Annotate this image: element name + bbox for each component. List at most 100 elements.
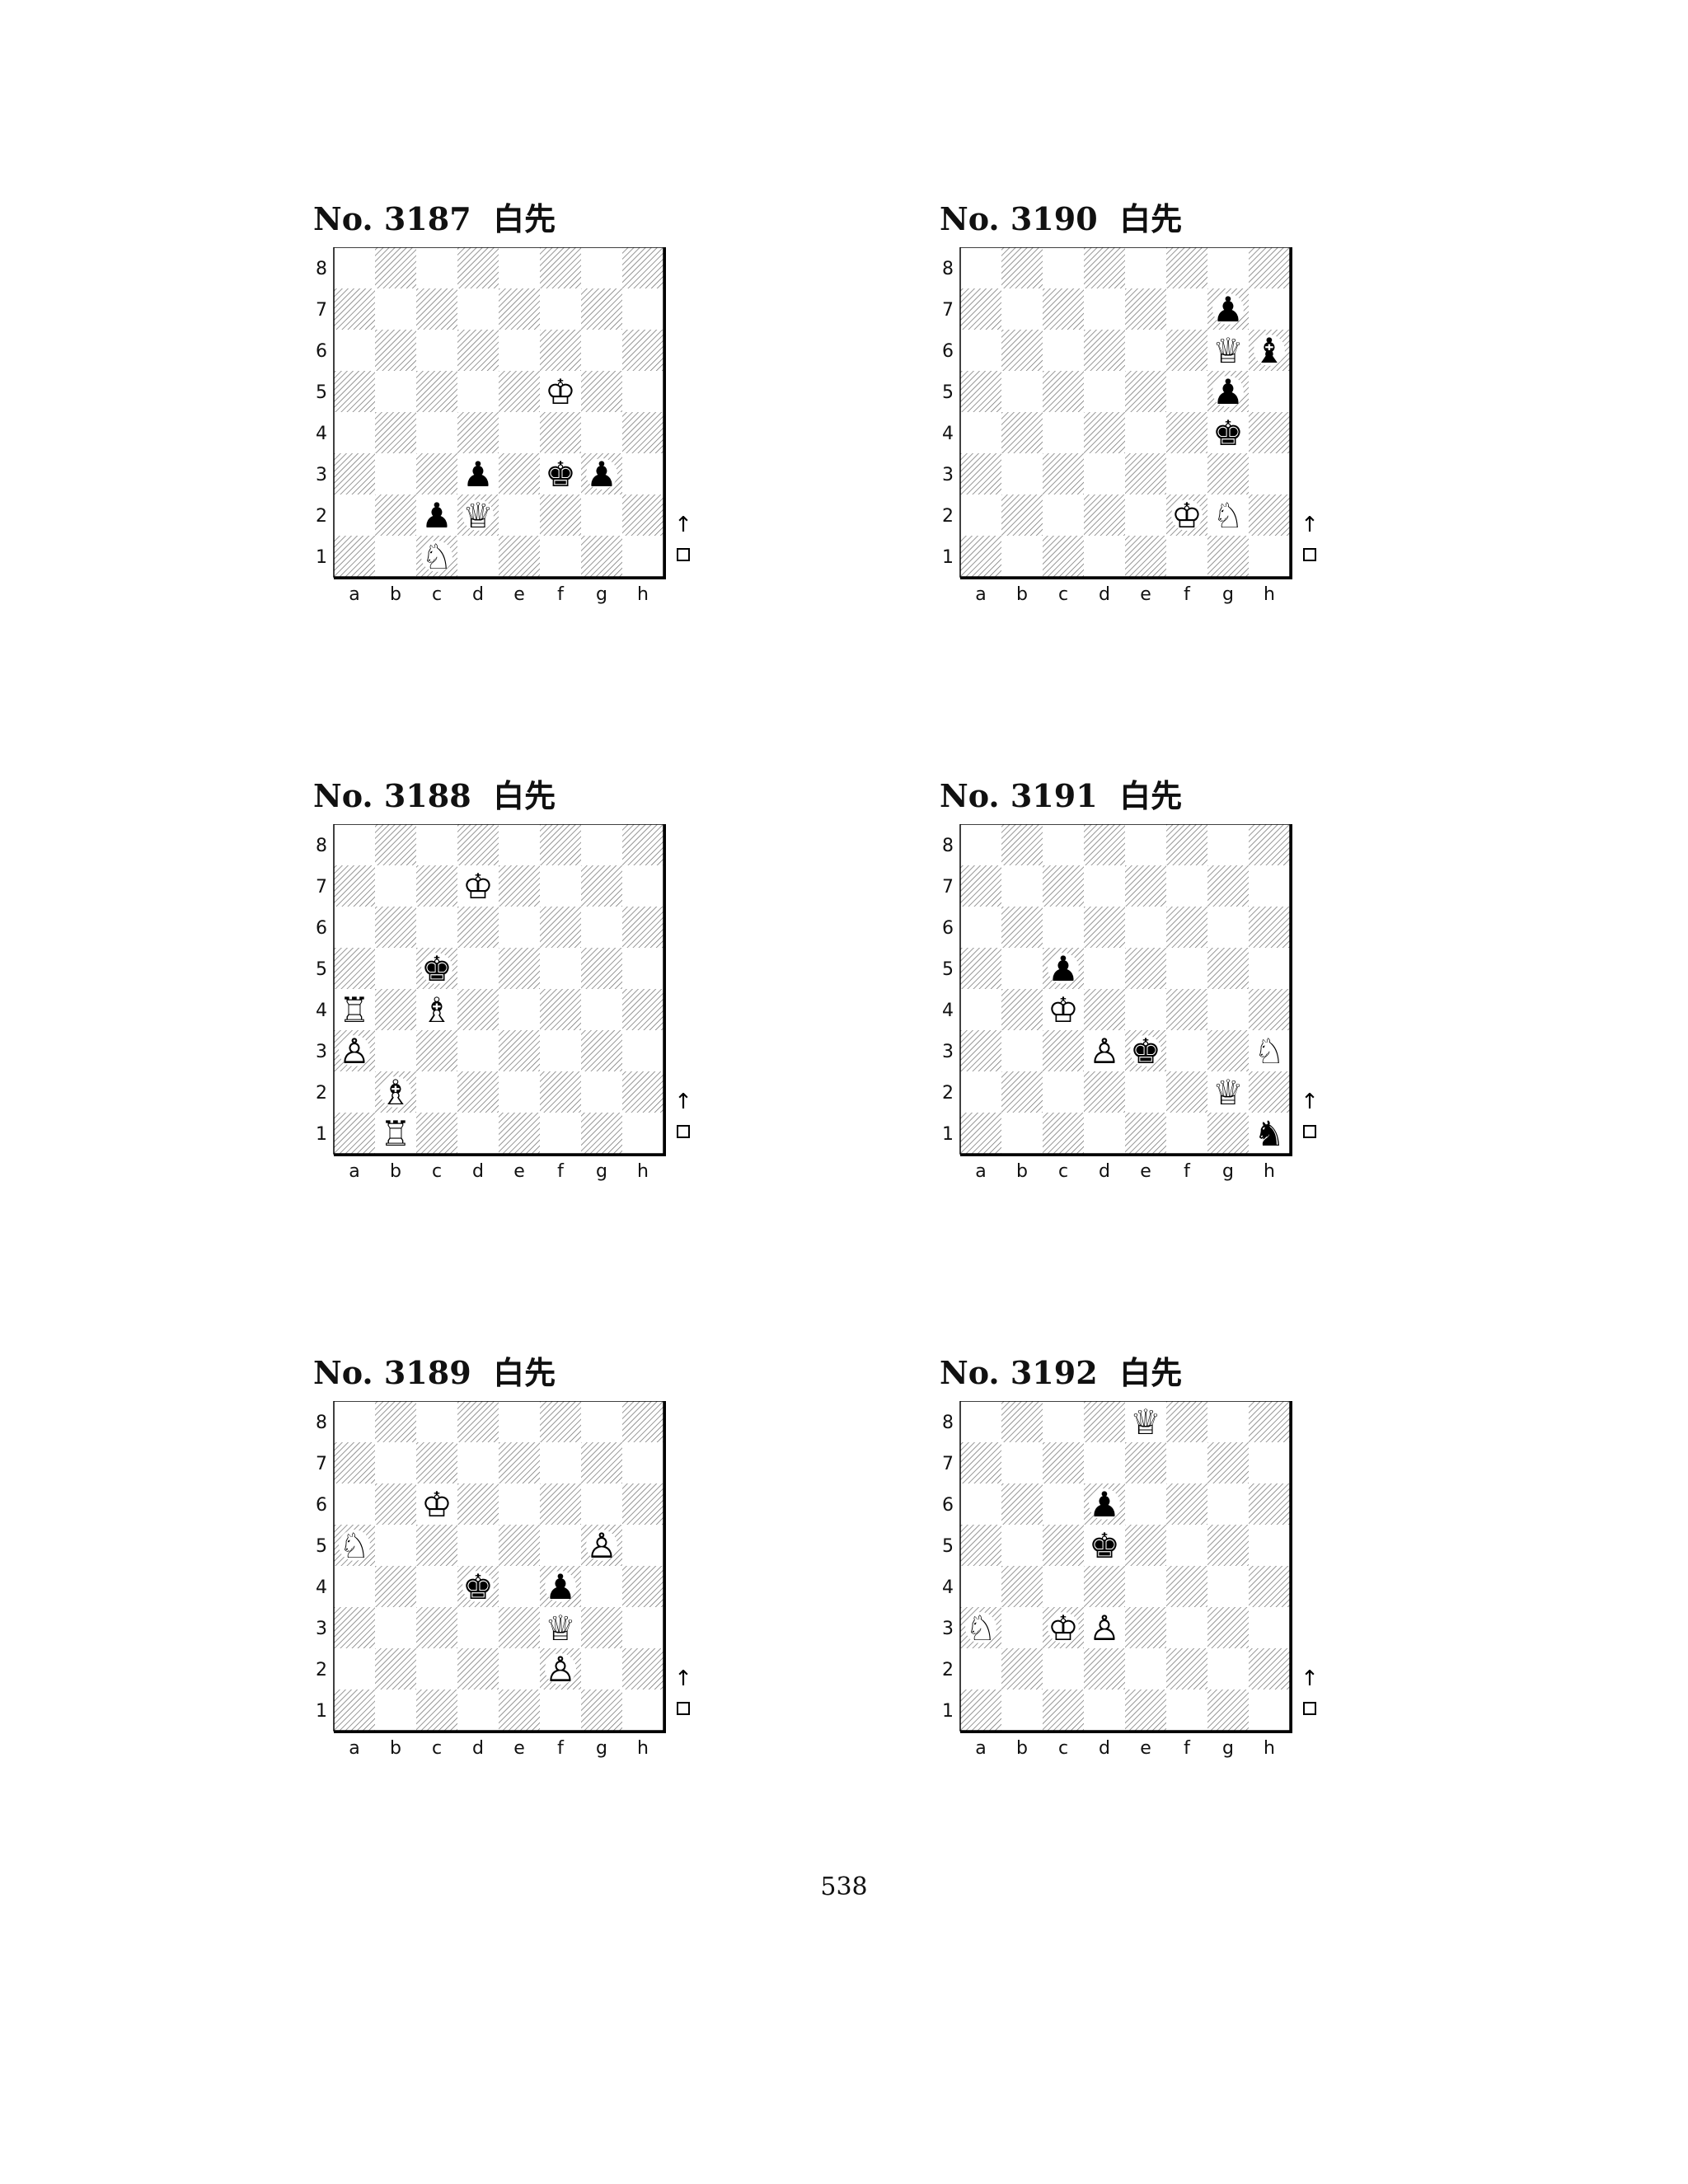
black-bishop-icon: ♝	[1254, 330, 1285, 371]
dark-square	[1249, 1566, 1290, 1607]
dark-square	[1084, 330, 1125, 371]
dark-square	[416, 1442, 457, 1483]
file-label: h	[637, 584, 649, 605]
dark-square	[1249, 1648, 1290, 1690]
black-pawn-icon: ♟	[586, 454, 617, 494]
light-square	[1084, 865, 1125, 907]
problem-number: No. 3191	[940, 777, 1098, 814]
light-square	[960, 907, 1001, 948]
black-pawn-icon: ♟	[1089, 1484, 1120, 1525]
problem-number: No. 3188	[313, 777, 471, 814]
rank-label: 5	[942, 959, 954, 980]
rank-label: 7	[942, 877, 954, 898]
dark-square	[499, 1442, 540, 1483]
light-square	[1043, 824, 1084, 865]
piece-backdrop	[1254, 1118, 1285, 1149]
light-square	[1001, 536, 1043, 577]
light-square	[1125, 989, 1166, 1030]
light-square	[540, 1030, 581, 1071]
piece-backdrop	[462, 499, 494, 531]
dark-square	[1001, 1483, 1043, 1525]
light-square	[334, 824, 375, 865]
rank-label: 8	[942, 259, 954, 279]
dark-square	[1043, 1030, 1084, 1071]
file-label: c	[432, 1738, 442, 1759]
rank-label: 6	[316, 918, 327, 939]
dark-square	[457, 1401, 499, 1442]
side-to-move-arrow-icon: ↑	[1301, 1666, 1319, 1691]
file-label: g	[596, 1738, 607, 1759]
light-square	[334, 247, 375, 288]
dark-square	[1001, 1401, 1043, 1442]
dark-square	[1125, 1607, 1166, 1648]
white-knight-icon: ♘	[965, 1608, 996, 1648]
dark-square	[1001, 330, 1043, 371]
file-label: a	[975, 1161, 986, 1182]
dark-square	[1207, 1690, 1249, 1731]
light-square	[499, 824, 540, 865]
black-pawn-icon: ♟	[462, 454, 494, 494]
light-square	[1207, 247, 1249, 288]
file-label: b	[1016, 584, 1028, 605]
black-knight-icon: ♞	[1254, 1113, 1285, 1154]
dark-square	[499, 453, 540, 494]
dark-square	[581, 1690, 622, 1731]
dark-square	[1207, 1607, 1249, 1648]
dark-square	[1166, 907, 1207, 948]
light-square	[1043, 1401, 1084, 1442]
dark-square	[1125, 1442, 1166, 1483]
black-king-icon: ♚	[1089, 1526, 1120, 1566]
dark-square	[622, 907, 663, 948]
black-pawn-icon: ♟	[1212, 289, 1244, 330]
dark-square	[375, 824, 416, 865]
dark-square	[1125, 288, 1166, 330]
white-rook-icon: ♖	[380, 1113, 411, 1154]
file-label: b	[1016, 1738, 1028, 1759]
light-square	[1001, 288, 1043, 330]
rank-label: 4	[316, 424, 327, 444]
dark-square	[1043, 1113, 1084, 1154]
rank-label: 6	[316, 341, 327, 362]
light-square	[1125, 1566, 1166, 1607]
light-square	[1125, 907, 1166, 948]
light-square	[457, 1690, 499, 1731]
light-square	[1207, 1483, 1249, 1525]
light-square	[1001, 948, 1043, 989]
light-square	[540, 1690, 581, 1731]
light-square	[622, 371, 663, 412]
rank-label: 7	[316, 877, 327, 898]
light-square	[499, 247, 540, 288]
file-label: a	[349, 584, 359, 605]
light-square	[1249, 865, 1290, 907]
dark-square	[375, 1401, 416, 1442]
piece-backdrop	[380, 1076, 411, 1108]
dark-square	[499, 1030, 540, 1071]
file-label: g	[1222, 584, 1234, 605]
white-knight-icon: ♘	[1254, 1031, 1285, 1071]
light-square	[1043, 1483, 1084, 1525]
light-square	[1249, 948, 1290, 989]
dark-square	[1166, 330, 1207, 371]
dark-square	[334, 371, 375, 412]
piece-backdrop	[545, 1653, 576, 1685]
rank-label: 7	[316, 300, 327, 321]
light-square	[334, 412, 375, 453]
light-square	[334, 494, 375, 536]
dark-square	[334, 948, 375, 989]
dark-square	[581, 865, 622, 907]
piece-backdrop	[545, 1612, 576, 1643]
dark-square	[1001, 1648, 1043, 1690]
white-king-icon: ♔	[1048, 1608, 1079, 1648]
light-square	[581, 907, 622, 948]
dark-square	[581, 1113, 622, 1154]
file-label: c	[1058, 1161, 1068, 1182]
light-square	[581, 1483, 622, 1525]
piece-backdrop	[462, 870, 494, 902]
dark-square	[1084, 907, 1125, 948]
light-square	[1001, 453, 1043, 494]
rank-label: 8	[316, 259, 327, 279]
light-square	[334, 1071, 375, 1113]
light-square	[375, 536, 416, 577]
